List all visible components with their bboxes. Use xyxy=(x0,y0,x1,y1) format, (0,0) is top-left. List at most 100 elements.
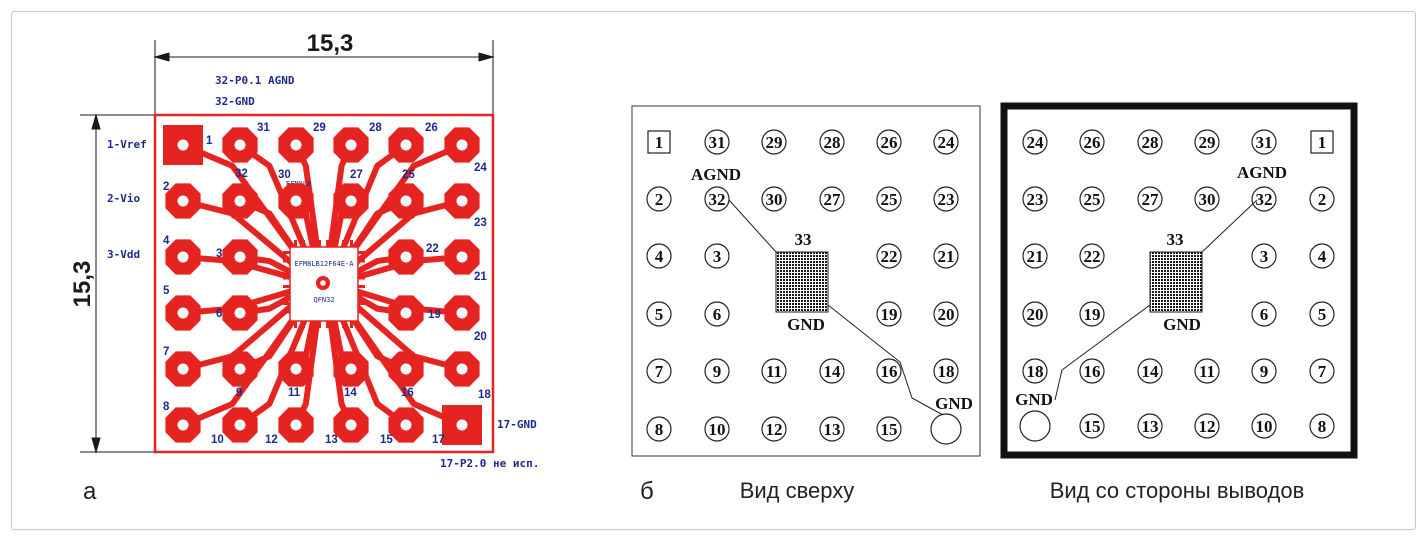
pcb-pad-drill xyxy=(456,139,468,151)
chip-lead xyxy=(283,285,290,288)
pcb-pad-drill xyxy=(456,363,468,375)
pcb-pad-number: 11 xyxy=(288,387,301,399)
chip-lead xyxy=(358,276,365,280)
pin-number: 2 xyxy=(655,190,664,209)
pin-number: 16 xyxy=(881,362,898,381)
pcb-pad-drill xyxy=(345,419,357,431)
pin-circle xyxy=(876,358,902,384)
pin-number: 32 xyxy=(709,190,726,209)
pcb-pad-drill xyxy=(290,195,302,207)
pin-number: 26 xyxy=(1084,133,1101,152)
pin-circle xyxy=(704,243,730,269)
pin-number: 22 xyxy=(881,247,898,266)
pin-circle xyxy=(933,358,959,384)
pin-number: 10 xyxy=(1256,417,1273,436)
pin-gnd-circle xyxy=(1019,410,1051,442)
pcb-pad-number: 2 xyxy=(163,181,169,193)
pin-circle xyxy=(646,186,672,212)
pcb-pad-number: 20 xyxy=(474,331,487,343)
pcb-pad-drill xyxy=(345,195,357,207)
pin-number: 10 xyxy=(709,420,726,439)
pin-circle xyxy=(1079,358,1105,384)
pin-circle xyxy=(1251,186,1277,212)
pcb-pad-drill xyxy=(234,307,246,319)
pin-circle xyxy=(1022,129,1048,155)
pcb-pad-number: 31 xyxy=(257,122,270,134)
top-view-gnd-trace xyxy=(827,304,944,416)
pcb-pad-drill xyxy=(400,419,412,431)
pcb-pad-drill xyxy=(234,419,246,431)
pin-circle xyxy=(1194,358,1220,384)
panel-letter-a: а xyxy=(83,478,97,505)
pcb-pad-number: 15 xyxy=(380,434,393,446)
pin-circle xyxy=(704,129,730,155)
pcb-pad-drill xyxy=(345,363,357,375)
pin-circle xyxy=(1251,413,1277,439)
pin-circle xyxy=(933,129,959,155)
height-dimension-label: 15,3 xyxy=(69,261,96,308)
pin-number: 12 xyxy=(766,420,783,439)
top-view-gnd-label: GND xyxy=(787,315,825,334)
pin-number: 1 xyxy=(655,133,664,152)
pin-number: 23 xyxy=(1027,190,1044,209)
pcb-pad-number: 18 xyxy=(478,389,491,401)
pin-number: 28 xyxy=(1142,133,1159,152)
bottom-view-center-pad xyxy=(1149,251,1203,313)
pin-number: 13 xyxy=(1142,417,1159,436)
pin-number: 28 xyxy=(824,133,841,152)
bottom-view-caption: Вид со стороны выводов xyxy=(1050,478,1305,503)
pin-number: 2 xyxy=(1318,190,1327,209)
chip-lead xyxy=(283,268,290,271)
pcb-pad-number: 22 xyxy=(426,243,439,255)
pin-number: 5 xyxy=(1318,305,1327,324)
pcb-pad-drill xyxy=(400,307,412,319)
pin-number: 15 xyxy=(881,420,898,439)
pin-number: 31 xyxy=(709,133,726,152)
note-gnd: 32-GND xyxy=(215,95,255,108)
pin-circle xyxy=(761,186,787,212)
pin-circle xyxy=(876,129,902,155)
chip-lead xyxy=(283,259,290,263)
label-vio: 2-Vio xyxy=(107,192,140,205)
pin-number: 13 xyxy=(824,420,841,439)
bottom-view-agnd-label: AGND xyxy=(1237,163,1287,182)
pcb-pad-drill xyxy=(456,419,468,431)
chip-lead xyxy=(294,321,297,328)
pcb-pad-number: 24 xyxy=(474,162,487,174)
chip-lead xyxy=(358,310,365,314)
pin-number: 14 xyxy=(1142,362,1160,381)
pcb-pad-number: 32 xyxy=(235,168,248,180)
bottom-view-gnd-trace xyxy=(1054,304,1151,401)
chip-lead xyxy=(358,259,365,263)
pcb-pad-drill xyxy=(400,195,412,207)
pin-number: 3 xyxy=(713,247,722,266)
pin-circle xyxy=(1079,413,1105,439)
pin-number: 12 xyxy=(1199,417,1216,436)
pin-circle xyxy=(646,416,672,442)
pin-circle xyxy=(1137,186,1163,212)
pcb-pad-drill xyxy=(345,139,357,151)
pin-circle xyxy=(646,301,672,327)
pcb-pad-number: 14 xyxy=(344,387,357,399)
label-gnd17: 17-GND xyxy=(497,418,537,431)
pin-circle xyxy=(1309,186,1335,212)
top-view-33-label: 33 xyxy=(795,230,812,249)
pcb-panel: 15,3 15,3 32-P0.1 AGND 32-GND 1-Vref 2-V… xyxy=(69,30,539,505)
pin-circle xyxy=(1251,129,1277,155)
top-view-center-pad xyxy=(775,251,829,313)
chip-lead xyxy=(334,321,337,328)
pin-circle xyxy=(646,358,672,384)
pin-circle xyxy=(1079,129,1105,155)
chip-lead xyxy=(310,240,313,247)
pin-number: 27 xyxy=(1142,190,1160,209)
top-view-gnd-corner-label: GND xyxy=(935,394,973,413)
pcb-pad-number: 4 xyxy=(163,235,170,247)
pin-number: 16 xyxy=(1084,362,1101,381)
pin-number: 32 xyxy=(1256,190,1273,209)
pin-circle xyxy=(704,358,730,384)
pin-number: 25 xyxy=(1084,190,1101,209)
pin-number: 4 xyxy=(1318,247,1327,266)
pin-circle xyxy=(761,416,787,442)
pin-circle xyxy=(1079,243,1105,269)
